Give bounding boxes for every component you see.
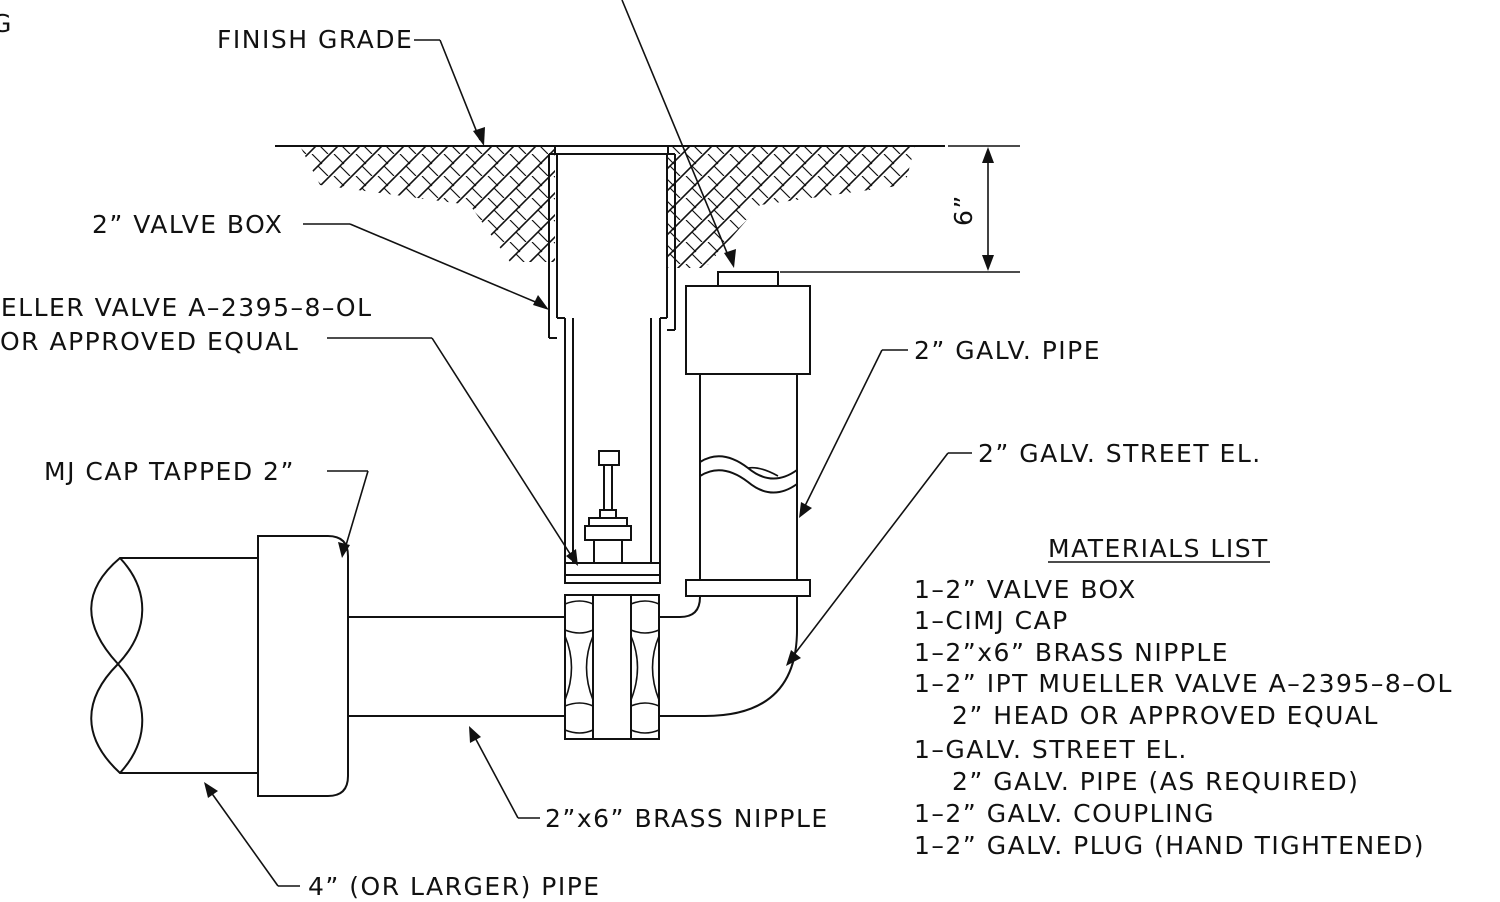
mueller-valve (564, 450, 661, 584)
soil-hatch (300, 146, 915, 268)
leader-lines (204, 0, 972, 887)
galv-coupling (685, 271, 811, 375)
materials-item: 1–GALV. STREET EL. (914, 735, 1188, 764)
materials-item: 1–2” GALV. COUPLING (914, 799, 1215, 828)
dimension-6in-label: 6” (949, 194, 978, 226)
mueller-valve-label: JELLER VALVE A–2395–8–OL (0, 293, 373, 322)
materials-item: 1–2” IPT MUELLER VALVE A–2395–8–OL (914, 669, 1453, 698)
mj-cap-label: MJ CAP TAPPED 2” (44, 457, 295, 486)
valve-box (548, 145, 676, 565)
corner-fragment-label: G (0, 9, 13, 38)
galv-pipe (685, 374, 811, 597)
main-pipe (90, 557, 258, 774)
materials-item: 1–2” GALV. PLUG (HAND TIGHTENED) (914, 831, 1425, 860)
branch-pipe (348, 616, 565, 717)
materials-item: 1–2” VALVE BOX (914, 575, 1137, 604)
brass-nipple-label: 2”x6” BRASS NIPPLE (545, 804, 829, 833)
galv-pipe-label: 2” GALV. PIPE (914, 336, 1101, 365)
materials-list: MATERIALS LIST 1–2” VALVE BOX 1–CIMJ CAP… (914, 534, 1453, 860)
brass-nipple (564, 582, 660, 740)
main-pipe-label: 4” (OR LARGER) PIPE (308, 872, 601, 901)
materials-item: 1–2”x6” BRASS NIPPLE (914, 638, 1229, 667)
dimension-6in: 6” (780, 145, 1020, 273)
materials-item: 2” HEAD OR APPROVED EQUAL (952, 701, 1379, 730)
finish-grade-label: FINISH GRADE (217, 25, 413, 54)
mj-cap (257, 535, 349, 797)
materials-list-title: MATERIALS LIST (1048, 534, 1269, 563)
callout-labels: G FINISH GRADE 2” VALVE BOX JELLER VALVE… (0, 9, 1262, 901)
mueller-valve-label-line2: OR APPROVED EQUAL (0, 327, 299, 356)
materials-item: 1–CIMJ CAP (914, 606, 1069, 635)
materials-item: 2” GALV. PIPE (AS REQUIRED) (952, 767, 1359, 796)
galv-street-el (659, 596, 798, 717)
valve-box-label: 2” VALVE BOX (92, 210, 283, 239)
galv-street-el-label: 2” GALV. STREET EL. (978, 439, 1262, 468)
